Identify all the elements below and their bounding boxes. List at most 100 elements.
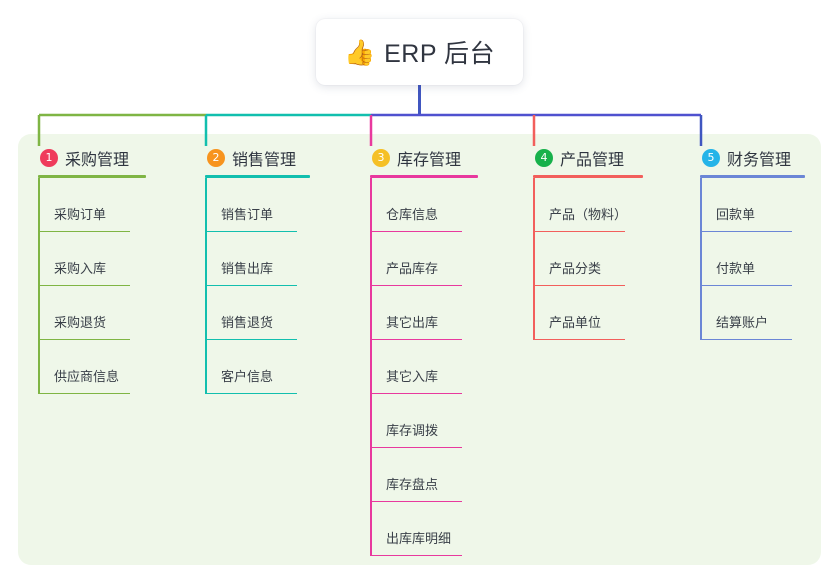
column-1: 1 采购管理采购订单采购入库采购退货供应商信息 xyxy=(38,146,146,394)
list-item-label: 库存盘点 xyxy=(386,477,439,492)
column-badge-1: 1 xyxy=(40,149,58,167)
column-4: 4 产品管理产品（物料） 产品分类产品单位 xyxy=(533,146,643,340)
column-rule-2 xyxy=(205,175,310,178)
column-rule-4 xyxy=(533,175,643,178)
list-item-label: 采购订单 xyxy=(54,207,107,222)
column-5: 5 财务管理回款单付款单结算账户 xyxy=(700,146,805,340)
list-item[interactable]: 出库库明细 xyxy=(370,502,478,556)
list-item-label: 回款单 xyxy=(716,207,756,222)
list-item[interactable]: 结算账户 xyxy=(700,286,805,340)
list-item[interactable]: 付款单 xyxy=(700,232,805,286)
list-item-label: 出库库明细 xyxy=(386,531,452,546)
list-item-label: 销售退货 xyxy=(221,315,274,330)
column-items-4: 产品（物料） 产品分类产品单位 xyxy=(533,178,643,340)
column-spine-3 xyxy=(370,178,372,556)
list-item[interactable]: 库存调拨 xyxy=(370,394,478,448)
column-badge-4: 4 xyxy=(535,149,553,167)
column-badge-3: 3 xyxy=(372,149,390,167)
column-header-1[interactable]: 1 采购管理 xyxy=(38,146,146,170)
column-title-5: 财务管理 xyxy=(727,152,792,169)
list-item[interactable]: 采购订单 xyxy=(38,178,146,232)
list-item-rule xyxy=(370,392,462,394)
root-node-card[interactable]: 👍 ERP 后台 xyxy=(316,19,523,85)
list-item-label: 产品（物料） xyxy=(549,207,628,222)
column-spine-4 xyxy=(533,178,535,340)
list-item-rule xyxy=(700,230,792,232)
list-item-label: 产品单位 xyxy=(549,315,602,330)
list-item[interactable]: 销售出库 xyxy=(205,232,310,286)
list-item-rule xyxy=(205,338,297,340)
list-item-rule xyxy=(205,392,297,394)
column-title-1: 采购管理 xyxy=(65,152,130,169)
list-item-label: 库存调拨 xyxy=(386,423,439,438)
list-item-rule xyxy=(370,500,462,502)
diagram-panel xyxy=(18,134,821,565)
list-item[interactable]: 产品库存 xyxy=(370,232,478,286)
list-item-label: 产品库存 xyxy=(386,261,439,276)
list-item-label: 仓库信息 xyxy=(386,207,439,222)
list-item-label: 结算账户 xyxy=(716,315,769,330)
list-item[interactable]: 库存盘点 xyxy=(370,448,478,502)
list-item[interactable]: 其它出库 xyxy=(370,286,478,340)
list-item-label: 其它入库 xyxy=(386,369,439,384)
column-spine-1 xyxy=(38,178,40,394)
column-3: 3 库存管理仓库信息产品库存其它出库其它入库库存调拨库存盘点出库库明细 xyxy=(370,146,478,556)
column-2: 2 销售管理销售订单销售出库销售退货客户信息 xyxy=(205,146,310,394)
column-header-5[interactable]: 5 财务管理 xyxy=(700,146,805,170)
list-item[interactable]: 产品分类 xyxy=(533,232,643,286)
list-item-label: 采购入库 xyxy=(54,261,107,276)
column-title-2: 销售管理 xyxy=(232,152,297,169)
list-item[interactable]: 客户信息 xyxy=(205,340,310,394)
column-items-2: 销售订单销售出库销售退货客户信息 xyxy=(205,178,310,394)
list-item[interactable]: 供应商信息 xyxy=(38,340,146,394)
list-item[interactable]: 其它入库 xyxy=(370,340,478,394)
list-item-rule xyxy=(533,284,625,286)
list-item-label: 客户信息 xyxy=(221,369,274,384)
list-item-label: 销售订单 xyxy=(221,207,274,222)
column-header-4[interactable]: 4 产品管理 xyxy=(533,146,643,170)
list-item[interactable]: 销售退货 xyxy=(205,286,310,340)
list-item-label: 采购退货 xyxy=(54,315,107,330)
root-title: ERP 后台 xyxy=(384,40,496,68)
list-item-rule xyxy=(38,392,130,394)
list-item-rule xyxy=(38,284,130,286)
column-badge-5: 5 xyxy=(702,149,720,167)
column-spine-5 xyxy=(700,178,702,340)
list-item[interactable]: 销售订单 xyxy=(205,178,310,232)
list-item[interactable]: 采购入库 xyxy=(38,232,146,286)
list-item[interactable]: 产品（物料） xyxy=(533,178,643,232)
column-rule-1 xyxy=(38,175,146,178)
list-item-rule xyxy=(370,338,462,340)
list-item-label: 付款单 xyxy=(716,261,756,276)
list-item[interactable]: 产品单位 xyxy=(533,286,643,340)
list-item-rule xyxy=(370,230,462,232)
list-item-label: 其它出库 xyxy=(386,315,439,330)
list-item-rule xyxy=(205,284,297,286)
list-item-rule xyxy=(370,554,462,556)
column-items-1: 采购订单采购入库采购退货供应商信息 xyxy=(38,178,146,394)
list-item-label: 供应商信息 xyxy=(54,369,120,384)
list-item-rule xyxy=(38,230,130,232)
column-title-3: 库存管理 xyxy=(397,152,462,169)
column-header-3[interactable]: 3 库存管理 xyxy=(370,146,478,170)
column-rule-5 xyxy=(700,175,805,178)
list-item[interactable]: 采购退货 xyxy=(38,286,146,340)
list-item-rule xyxy=(370,284,462,286)
list-item-label: 产品分类 xyxy=(549,261,602,276)
list-item-rule xyxy=(700,284,792,286)
list-item-rule xyxy=(533,338,625,340)
column-title-4: 产品管理 xyxy=(560,152,625,169)
list-item[interactable]: 回款单 xyxy=(700,178,805,232)
column-header-2[interactable]: 2 销售管理 xyxy=(205,146,310,170)
column-items-5: 回款单付款单结算账户 xyxy=(700,178,805,340)
list-item-rule xyxy=(370,446,462,448)
list-item[interactable]: 仓库信息 xyxy=(370,178,478,232)
thumbs-up-icon: 👍 xyxy=(343,37,376,67)
column-items-3: 仓库信息产品库存其它出库其它入库库存调拨库存盘点出库库明细 xyxy=(370,178,478,556)
list-item-rule xyxy=(205,230,297,232)
column-spine-2 xyxy=(205,178,207,394)
list-item-rule xyxy=(533,230,625,232)
list-item-rule xyxy=(38,338,130,340)
column-rule-3 xyxy=(370,175,478,178)
column-badge-2: 2 xyxy=(207,149,225,167)
